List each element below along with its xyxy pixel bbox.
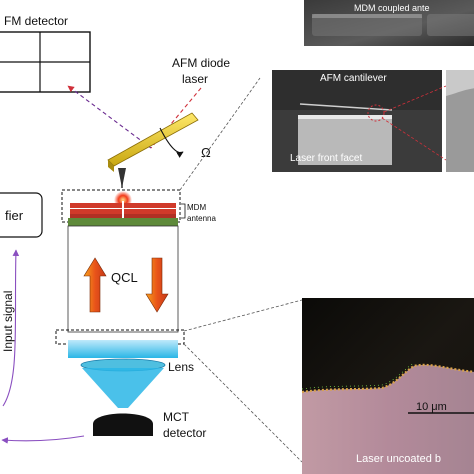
omega-symbol: Ω <box>201 145 211 160</box>
mdm-coupled-label: MDM coupled ante <box>354 3 430 13</box>
mdm-label-2: antenna <box>187 214 216 223</box>
signal-line-up <box>2 249 20 407</box>
lens-label: Lens <box>168 360 194 374</box>
reflected-beam <box>67 85 152 149</box>
afm-cantilever <box>107 112 199 188</box>
facet-photo <box>272 70 447 172</box>
amplifier-box <box>0 192 43 238</box>
qcl-label: QCL <box>111 270 138 285</box>
afm-diode-label-2: laser <box>182 72 208 86</box>
scale-bar-label: 10 μm <box>416 401 447 413</box>
afm-cantilever-label: AFM cantilever <box>320 73 387 84</box>
mct-label-1: MCT <box>163 410 190 424</box>
mct-label-2: detector <box>163 426 206 440</box>
mct-detector <box>93 413 153 436</box>
zoom-line-3 <box>183 343 303 463</box>
qcl-device <box>61 189 181 333</box>
fm-detector <box>0 31 91 93</box>
mdm-label-1: MDM <box>187 203 206 212</box>
signal-line-to-amp <box>1 435 85 444</box>
mdm-bracket <box>181 203 186 219</box>
zoom-line-2 <box>183 299 303 332</box>
afm-diode-label-1: AFM diode <box>172 56 230 70</box>
up-arrow <box>83 257 107 313</box>
amplifier-label: fier <box>5 208 24 223</box>
down-arrow <box>145 257 169 313</box>
input-signal-label: Input signal <box>1 291 15 352</box>
sem-antenna-image <box>304 0 474 46</box>
microscope-photo <box>301 298 474 474</box>
front-facet-label: Laser front facet <box>290 153 362 164</box>
closeup-photo <box>446 70 474 172</box>
rotation-arrow <box>159 127 184 158</box>
focused-beam <box>82 368 164 408</box>
zoom-line-1 <box>179 77 261 191</box>
laser-uncoated-label: Laser uncoated b <box>356 453 441 465</box>
emitted-beam <box>68 340 178 358</box>
fm-detector-label: FM detector <box>4 14 68 28</box>
